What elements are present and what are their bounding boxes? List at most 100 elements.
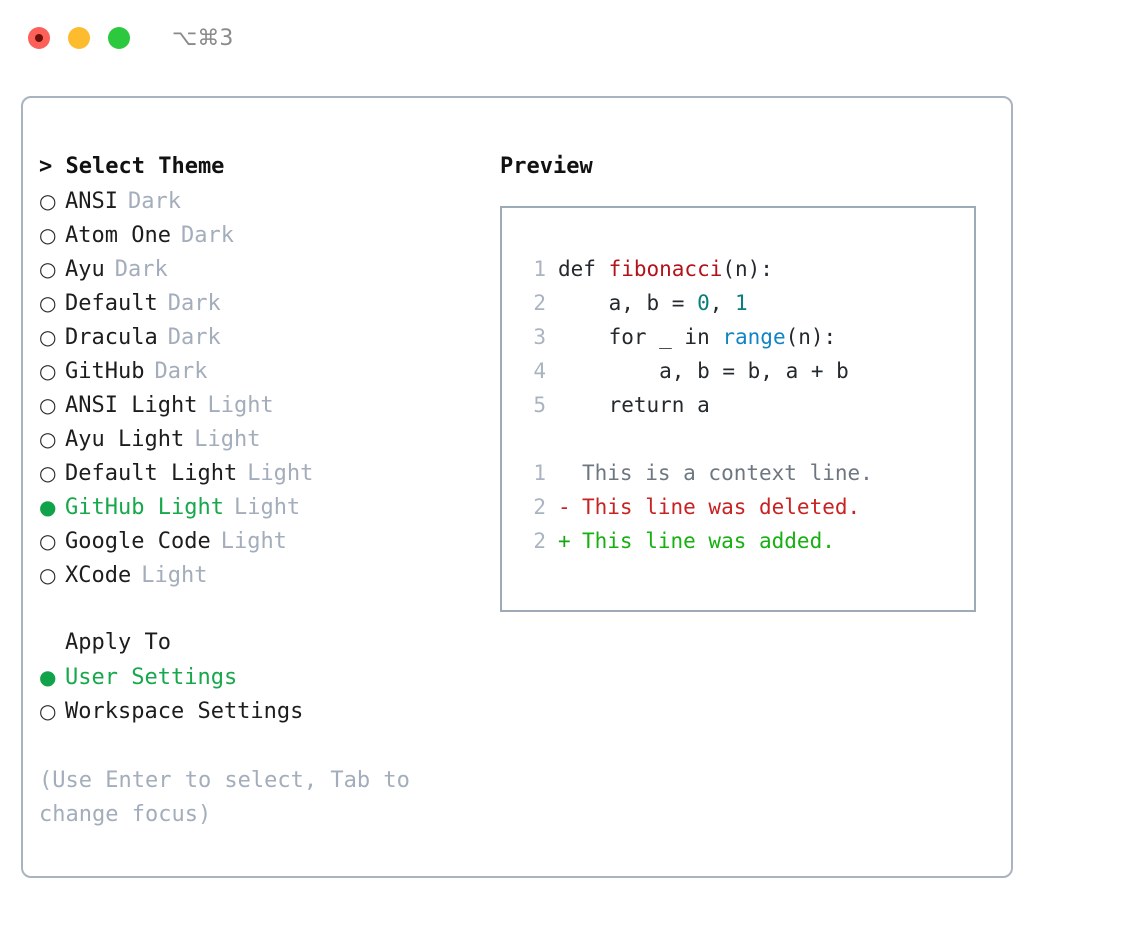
theme-name: GitHub Light (65, 495, 224, 520)
code-diff-separator (502, 422, 974, 456)
diff-marker (558, 456, 582, 490)
theme-category-badge: Dark (180, 223, 234, 248)
code-token: fibonacci (608, 257, 723, 281)
line-number: 1 (533, 257, 546, 281)
theme-list-item[interactable]: ○ Google Code Light (39, 524, 489, 558)
line-number: 2 (533, 529, 546, 553)
code-token: , (709, 291, 736, 315)
theme-category-badge: Dark (167, 325, 221, 350)
line-number: 3 (533, 325, 546, 349)
code-token: 0 (697, 291, 710, 315)
radio-unselected-icon: ○ (39, 563, 57, 587)
radio-unselected-icon: ○ (39, 699, 57, 723)
apply-to-section: Apply To ●User Settings ○ Workspace Settin… (39, 626, 489, 728)
code-line: 1 def fibonacci(n): (520, 252, 974, 286)
apply-to-title: Apply To (65, 630, 171, 655)
page-title: > Select Theme (39, 154, 225, 179)
theme-list-item[interactable]: ○ ANSI Light Light (39, 388, 489, 422)
apply-to-options[interactable]: ●User Settings ○ Workspace Settings (39, 660, 489, 728)
apply-to-option[interactable]: ●User Settings (39, 660, 489, 694)
maximize-button[interactable] (108, 27, 130, 49)
theme-name: ANSI (65, 189, 118, 214)
code-token: range (722, 325, 786, 349)
theme-category-badge: Dark (154, 359, 208, 384)
theme-name: Google Code (65, 529, 211, 554)
radio-unselected-icon: ○ (39, 529, 57, 553)
theme-category-badge: Light (233, 495, 301, 520)
diff-sample: 1 This is a context line. 2-This line was … (502, 456, 974, 558)
radio-unselected-icon: ○ (39, 393, 57, 417)
theme-list-item[interactable]: ● GitHub Light Light (39, 490, 489, 524)
theme-category-badge: Light (194, 427, 261, 452)
code-token: 1 (735, 291, 748, 315)
diff-line: 2+This line was added. (520, 524, 974, 558)
code-token: a, b = b, a + b (558, 359, 849, 383)
diff-marker: - (558, 495, 571, 519)
theme-list-item[interactable]: ○ XCode Light (39, 558, 489, 592)
diff-text: This line was deleted. (582, 495, 861, 519)
theme-list-item[interactable]: ○ Ayu Light Light (39, 422, 489, 456)
apply-to-option[interactable]: ○ Workspace Settings (39, 694, 489, 728)
title-bar: ⌥⌘3 (0, 0, 1140, 76)
theme-list-item[interactable]: ○ GitHub Dark (39, 354, 489, 388)
theme-name: Default (65, 291, 158, 316)
diff-text: This is a context line. (582, 461, 873, 485)
theme-list-item[interactable]: ○ Dracula Dark (39, 320, 489, 354)
theme-list-item[interactable]: ○ Default Dark (39, 286, 489, 320)
theme-list-item[interactable]: ○ Default Light Light (39, 456, 489, 490)
code-line: 5 return a (520, 388, 974, 422)
radio-unselected-icon: ○ (39, 359, 57, 383)
code-token: (n): (785, 325, 837, 349)
theme-category-badge: Light (220, 529, 287, 554)
theme-name: XCode (65, 563, 132, 588)
close-button[interactable] (28, 27, 50, 49)
radio-unselected-icon: ○ (39, 325, 57, 349)
keyboard-shortcut-label: ⌥⌘3 (172, 25, 234, 51)
line-number: 1 (533, 461, 546, 485)
code-token: (n): (722, 257, 773, 281)
code-token: def (558, 257, 609, 281)
code-token: return a (558, 393, 710, 417)
radio-unselected-icon: ○ (39, 461, 57, 485)
code-line: 4 a, b = b, a + b (520, 354, 974, 388)
theme-category-badge: Light (207, 393, 274, 418)
theme-name: Atom One (65, 223, 171, 248)
line-number: 2 (533, 291, 546, 315)
code-token: for _ in (558, 325, 723, 349)
line-number: 4 (533, 359, 546, 383)
theme-name: Dracula (65, 325, 158, 350)
theme-name: Ayu Light (65, 427, 185, 452)
minimize-button[interactable] (68, 27, 90, 49)
diff-line: 2-This line was deleted. (520, 490, 974, 524)
diff-marker: + (558, 529, 571, 553)
theme-name: Ayu (65, 257, 105, 282)
keyboard-hint: (Use Enter to select, Tab to change focu… (39, 768, 410, 827)
radio-unselected-icon: ○ (39, 427, 57, 451)
radio-selected-icon: ● (39, 665, 57, 689)
theme-category-badge: Dark (167, 291, 221, 316)
theme-category-badge: Light (141, 563, 208, 588)
theme-name: Default Light (65, 461, 238, 486)
theme-name: ANSI Light (65, 393, 198, 418)
traffic-lights (28, 27, 130, 49)
theme-list-item[interactable]: ○ Atom One Dark (39, 218, 489, 252)
preview-title: Preview (500, 154, 593, 179)
radio-unselected-icon: ○ (39, 223, 57, 247)
code-line: 3 for _ in range(n): (520, 320, 974, 354)
code-token: a, b = (558, 291, 698, 315)
theme-name: GitHub (65, 359, 145, 384)
theme-category-badge: Light (247, 461, 314, 486)
radio-selected-icon: ● (39, 495, 57, 519)
radio-unselected-icon: ○ (39, 291, 57, 315)
apply-to-option-label: Workspace Settings (65, 699, 304, 724)
radio-unselected-icon: ○ (39, 189, 57, 213)
